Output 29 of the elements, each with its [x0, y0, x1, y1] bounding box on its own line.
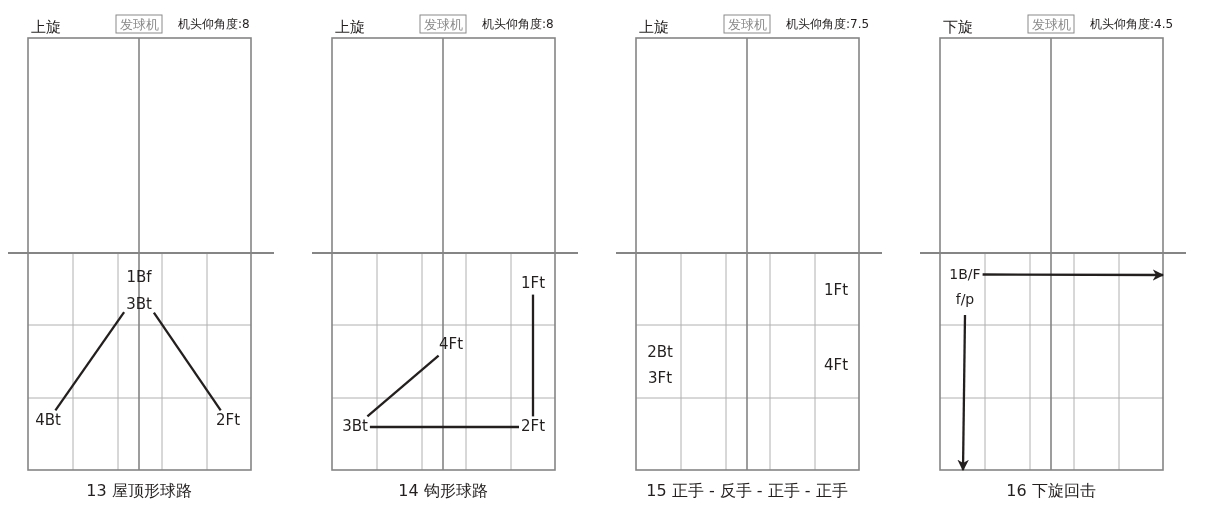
shot-label: f/p — [955, 290, 975, 309]
shot-label: 1B/F — [949, 265, 981, 284]
shot-label: 2Bt — [647, 343, 673, 361]
figure-caption: 14 钩形球路 — [398, 482, 488, 500]
spin-label: 上旋 — [335, 18, 365, 36]
path-line — [152, 312, 222, 412]
path-line — [54, 311, 126, 412]
figure-caption: 16 下旋回击 — [1006, 482, 1096, 500]
path-line — [369, 425, 519, 429]
shot-label: 3Bt — [126, 294, 152, 315]
arrow — [957, 315, 969, 472]
spin-label: 上旋 — [31, 18, 61, 36]
shot-label: 1Ft — [520, 275, 546, 293]
shot-label: 2Ft — [520, 418, 546, 436]
spin-label: 上旋 — [639, 18, 669, 36]
spin-label: 下旋 — [943, 18, 973, 36]
figure-caption: 13 屋顶形球路 — [86, 482, 192, 500]
shot-label: 1Bf — [126, 267, 152, 288]
shot-label: 3Ft — [647, 369, 673, 387]
shot-label: 4Ft — [823, 356, 849, 374]
figure-caption: 15 正手 - 反手 - 正手 - 正手 — [646, 482, 848, 500]
shot-label: 4Bt — [35, 412, 61, 430]
shot-label: 1Ft — [823, 281, 849, 299]
arrow — [982, 269, 1165, 281]
shot-label: 3Bt — [342, 418, 368, 436]
shot-label: 4Ft — [438, 336, 464, 354]
path-line — [366, 354, 440, 418]
path-line — [531, 294, 535, 417]
shot-label: 2Ft — [215, 412, 241, 430]
